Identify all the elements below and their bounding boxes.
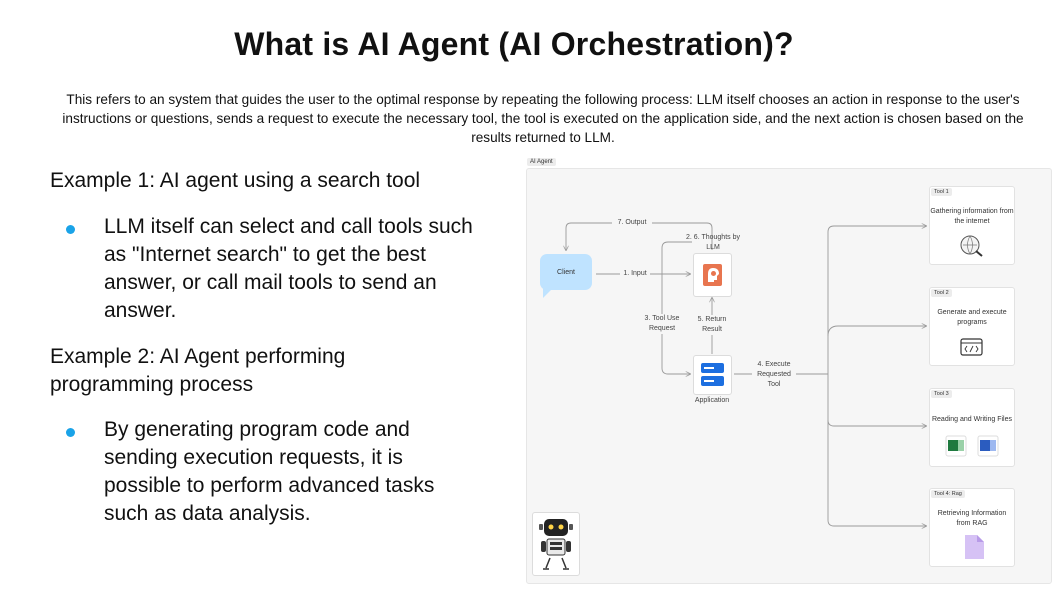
tool-text: Gathering information from the internet (930, 208, 1014, 225)
client-node: Client (540, 254, 592, 290)
document-icon (965, 535, 984, 559)
input-edge-label: 1. Input (620, 269, 650, 279)
page-title: What is AI Agent (AI Orchestration)? (234, 26, 794, 62)
execute-tool-label: 4. Execute Requested Tool (752, 360, 796, 390)
bullet-dot-icon (66, 225, 75, 234)
tool-card-1: Tool 1 Gathering information from the in… (929, 186, 1015, 265)
tool-branch-edge (827, 420, 926, 526)
example-2-bullet-text: By generating program code and sending e… (104, 418, 435, 525)
tool-use-request-edge (661, 241, 692, 374)
bullet-dot-icon (66, 428, 75, 437)
llm-label: 2. 6. Thoughts by LLM (686, 234, 740, 251)
excel-word-icon (945, 435, 999, 457)
tool-tag: Tool 4: Rag (931, 490, 965, 498)
robot-icon (539, 519, 573, 570)
tool-text: Generate and execute programs (937, 309, 1007, 326)
tool-tag: Tool 1 (931, 188, 952, 196)
server-icon (701, 363, 724, 386)
tool-branch-edge (827, 226, 926, 374)
llm-node (693, 253, 732, 297)
code-window-icon (960, 338, 983, 356)
robot-node (532, 512, 580, 576)
tool-tag: Tool 2 (931, 289, 952, 297)
tool-card-4: Tool 4: Rag Retrieving Information from … (929, 488, 1015, 567)
diagram-frame-label: AI Agent (527, 158, 556, 166)
tool-branch-edge (827, 374, 926, 426)
example-1-bullet-text: LLM itself can select and call tools suc… (104, 215, 473, 322)
tool-card-2: Tool 2 Generate and execute programs (929, 287, 1015, 366)
internet-search-icon (960, 235, 983, 257)
application-label: Application (694, 397, 730, 404)
output-edge-label: 7. Output (612, 218, 652, 228)
tool-text: Reading and Writing Files (931, 416, 1013, 423)
tool-text: Retrieving Information from RAG (937, 510, 1007, 527)
speech-tail-icon (543, 286, 555, 298)
example-2-heading: Example 2: AI Agent performing programmi… (50, 345, 346, 396)
return-result-label: 5. Return Result (694, 315, 730, 335)
application-node (693, 355, 732, 395)
brain-head-icon (703, 264, 722, 286)
tool-use-request-label: 3. Tool Use Request (640, 314, 684, 334)
intro-paragraph: This refers to an system that guides the… (62, 92, 1024, 145)
tool-tag: Tool 3 (931, 390, 952, 398)
tool-branch-edge (827, 326, 926, 337)
example-1-heading: Example 1: AI agent using a search tool (50, 169, 421, 192)
tool-card-3: Tool 3 Reading and Writing Files (929, 388, 1015, 467)
